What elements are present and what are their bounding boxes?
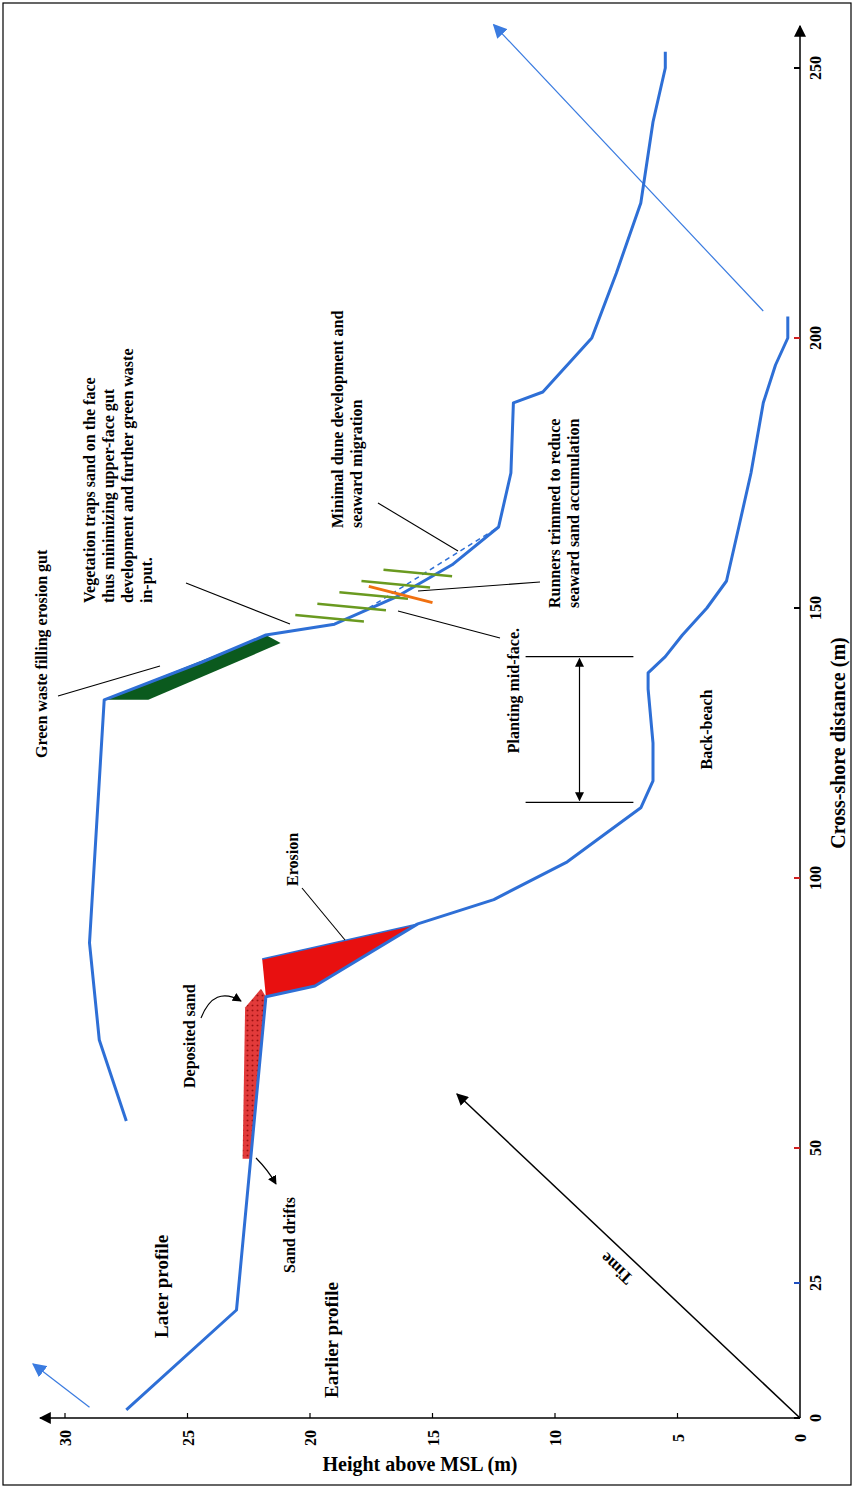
annotation: Vegetation traps sand on the face thus m… — [80, 348, 156, 603]
shift-arrow — [33, 1364, 89, 1407]
y-tick — [187, 1413, 188, 1418]
earlier-profile — [126, 316, 788, 1410]
annotation: Planting mid-face. — [504, 628, 523, 788]
x-tick — [794, 607, 800, 609]
drift-arrow — [256, 1158, 276, 1184]
y-tick — [677, 1413, 678, 1418]
tick-label: 25 — [178, 1430, 197, 1446]
erosion-area — [262, 924, 418, 997]
profile-title: Later profile — [150, 1235, 173, 1338]
y-tick — [309, 1413, 310, 1418]
annotation: Minimal dune development and seaward mig… — [328, 308, 366, 528]
tick-label: 30 — [56, 1430, 75, 1446]
axis-title: Cross-shore distance (m) — [826, 637, 850, 848]
tick-label: 10 — [546, 1430, 565, 1446]
annotation: Green waste filling erosion gut — [32, 550, 51, 758]
x-tick — [794, 877, 800, 879]
leader-line — [418, 582, 540, 591]
profile-title: Earlier profile — [320, 1282, 343, 1398]
x-tick — [794, 1147, 800, 1149]
tick-label: 15 — [423, 1430, 442, 1446]
annotation: Deposited sand — [180, 984, 199, 1088]
x-tick — [794, 1282, 800, 1284]
axis-title: Time — [595, 1246, 639, 1289]
leader-line — [398, 611, 500, 638]
tick-label: 250 — [806, 56, 825, 80]
bracket-end — [526, 802, 634, 803]
deposit-arrow — [201, 996, 241, 1018]
annotation: Erosion — [283, 833, 302, 886]
x-axis — [799, 26, 801, 1418]
former-face — [262, 924, 418, 959]
tick-label: 5 — [668, 1434, 687, 1442]
leader-line — [302, 888, 345, 940]
tick-label: 150 — [806, 596, 825, 620]
shift-arrow — [494, 25, 764, 311]
leader-line — [378, 503, 458, 551]
y-axis — [40, 1417, 800, 1419]
time-arrow — [457, 1094, 800, 1418]
tick-label: 100 — [806, 866, 825, 890]
annotation: Sand drifts — [280, 1197, 299, 1273]
tick-label: 20 — [301, 1430, 320, 1446]
planting-stroke — [384, 570, 453, 576]
back-beach-span — [579, 659, 580, 801]
tick-label: 0 — [791, 1434, 810, 1442]
annotation: Back-beach — [697, 688, 716, 772]
axis-title: Height above MSL (m) — [323, 1452, 518, 1476]
planting-stroke — [317, 604, 386, 610]
runner-trim-mark — [369, 586, 433, 602]
x-tick — [794, 337, 800, 339]
tick-label: 25 — [806, 1275, 825, 1291]
tick-label: 0 — [806, 1414, 825, 1422]
outer-frame — [3, 3, 851, 1485]
x-tick — [794, 67, 800, 69]
annotation: Runners trimmed to reduce seaward sand a… — [545, 413, 583, 608]
leader-line — [58, 666, 160, 696]
y-tick — [554, 1413, 555, 1418]
leader-line — [186, 583, 290, 624]
bracket-end — [526, 656, 634, 657]
y-tick — [432, 1413, 433, 1418]
later-profile — [90, 52, 666, 1121]
y-tick — [64, 1413, 65, 1418]
tick-label: 50 — [806, 1140, 825, 1156]
tick-label: 200 — [806, 326, 825, 350]
planting-stroke — [295, 615, 364, 621]
